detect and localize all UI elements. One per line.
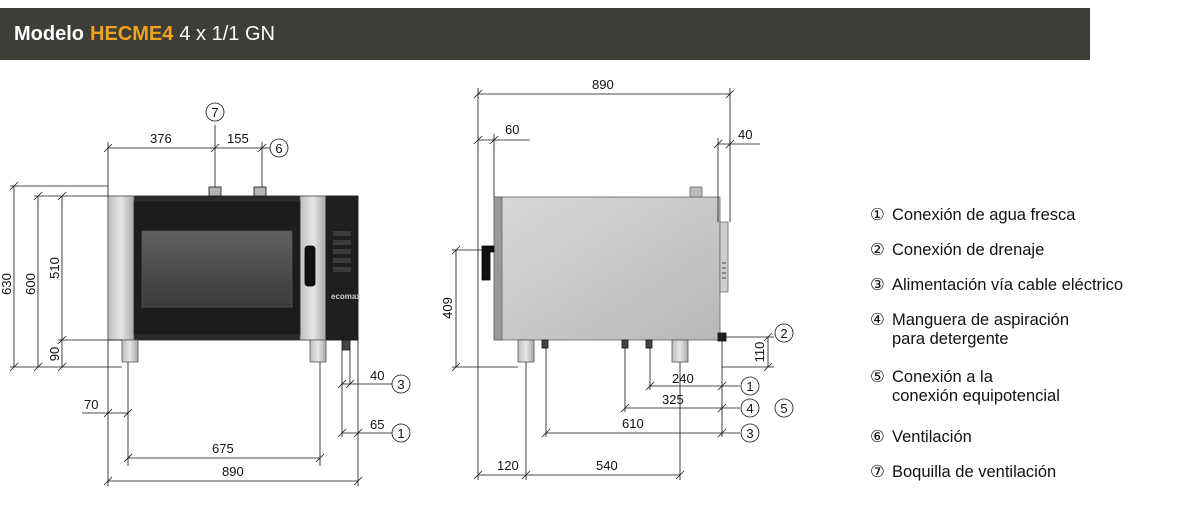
- header-model-spec: 4 x 1/1 GN: [179, 22, 275, 45]
- front-callout-3: [391, 374, 411, 394]
- front-control-panel: [325, 195, 359, 341]
- legend-number: ④: [870, 311, 885, 329]
- front-dim-510: 510: [47, 257, 62, 279]
- legend-number: ②: [870, 241, 885, 259]
- side-callout-5-label: 5: [780, 401, 787, 416]
- legend-item: ④ Manguera de aspiración para detergente: [870, 310, 1069, 349]
- front-dim-40: 40: [370, 368, 384, 383]
- side-dim-40: 40: [738, 127, 752, 142]
- side-dimension-texts: 890 60 40 409 110 240 325 610 120 540 2 …: [440, 77, 788, 473]
- front-dimension-lines: [9, 125, 392, 486]
- front-door-handle: [304, 245, 316, 287]
- front-dim-90: 90: [47, 347, 62, 361]
- front-callout-6: [269, 138, 289, 158]
- legend-number: ⑦: [870, 463, 885, 481]
- legend-number: ⑤: [870, 368, 885, 386]
- side-dim-120: 120: [497, 458, 519, 473]
- side-connector-a: [541, 339, 549, 349]
- front-callout-1: [391, 423, 411, 443]
- front-callout-7: [205, 102, 225, 122]
- front-view: ecomax: [9, 102, 411, 486]
- side-callout-5: [774, 398, 794, 418]
- legend-text-continued: conexión equipotencial: [892, 387, 1060, 405]
- side-top-vent: [689, 186, 703, 198]
- side-callout-2-label: 2: [780, 326, 787, 341]
- side-dim-610: 610: [622, 416, 644, 431]
- side-callout-1-label: 1: [746, 379, 753, 394]
- front-brand-logo: ecomax: [331, 292, 361, 301]
- front-connector-block: [341, 339, 351, 351]
- side-callout-4-label: 4: [746, 401, 753, 416]
- side-connector-c: [645, 339, 653, 349]
- side-dim-890: 890: [592, 77, 614, 92]
- front-dimension-texts: 376 155 630 600 510 90 70 675 890 40 65 …: [0, 105, 405, 479]
- side-connector-b: [621, 339, 629, 349]
- side-dim-60: 60: [505, 122, 519, 137]
- front-dim-630: 630: [0, 273, 14, 295]
- front-dim-70: 70: [84, 397, 98, 412]
- legend-text: Ventilación: [892, 428, 972, 446]
- ventilation-nozzle: [208, 186, 222, 197]
- side-front-foot: [517, 339, 535, 363]
- side-oven-body: [493, 196, 721, 341]
- side-callout-3-label: 3: [746, 426, 753, 441]
- legend-number: ⑥: [870, 428, 885, 446]
- side-view: [451, 88, 794, 480]
- side-callout-1: [740, 376, 760, 396]
- front-callout-6-label: 6: [275, 141, 282, 156]
- side-dim-325: 325: [662, 392, 684, 407]
- legend-text-continued: para detergente: [892, 330, 1009, 348]
- side-dim-540: 540: [596, 458, 618, 473]
- header-model-word: Modelo: [14, 22, 84, 45]
- side-dim-409: 409: [440, 297, 455, 319]
- front-dim-65: 65: [370, 417, 384, 432]
- legend-text: Conexión de drenaje: [892, 241, 1045, 259]
- legend-item: ⑦ Boquilla de ventilación: [870, 462, 1056, 482]
- front-dim-376: 376: [150, 131, 172, 146]
- side-rear-panel: [719, 221, 729, 293]
- control-buttons: [333, 231, 351, 272]
- legend-text: Alimentación vía cable eléctrico: [892, 276, 1124, 294]
- legend-item: ③ Alimentación vía cable eléctrico: [870, 275, 1123, 295]
- legend-number: ③: [870, 276, 885, 294]
- side-dim-240: 240: [672, 371, 694, 386]
- ventilation-outlet: [253, 186, 267, 197]
- front-dim-155: 155: [227, 131, 249, 146]
- front-callout-1-label: 1: [397, 426, 404, 441]
- side-door-handle: [481, 245, 495, 281]
- legend-text: Boquilla de ventilación: [892, 463, 1057, 481]
- front-callout-3-label: 3: [397, 377, 404, 392]
- side-door-edge: [493, 196, 503, 341]
- front-dim-675: 675: [212, 441, 234, 456]
- side-rear-vent-slots: [722, 262, 726, 279]
- side-rear-foot: [671, 339, 689, 363]
- side-callout-3: [740, 423, 760, 443]
- legend-text: Conexión de agua fresca: [892, 206, 1076, 224]
- legend-item: ① Conexión de agua fresca: [870, 205, 1075, 225]
- legend-number: ①: [870, 206, 885, 224]
- legend-item: ② Conexión de drenaje: [870, 240, 1044, 260]
- front-dim-890: 890: [222, 464, 244, 479]
- model-header: Modelo HECME4 4 x 1/1 GN: [0, 8, 1090, 60]
- front-door-window: [141, 230, 293, 308]
- legend-item: ⑥ Ventilación: [870, 427, 972, 447]
- legend-text: Manguera de aspiración: [892, 311, 1070, 329]
- legend-item: ⑤ Conexión a la conexión equipotencial: [870, 367, 1060, 406]
- front-right-foot: [309, 339, 327, 363]
- front-dim-600: 600: [23, 273, 38, 295]
- side-dimension-lines: [451, 88, 774, 480]
- side-dim-110: 110: [752, 342, 767, 363]
- front-callout-7-label: 7: [211, 105, 218, 120]
- legend-text: Conexión a la: [892, 368, 993, 386]
- side-callout-4: [740, 398, 760, 418]
- side-callout-2: [774, 323, 794, 343]
- front-left-steel-frame: [107, 195, 135, 341]
- front-left-foot: [121, 339, 139, 363]
- header-model-code: HECME4: [90, 22, 174, 45]
